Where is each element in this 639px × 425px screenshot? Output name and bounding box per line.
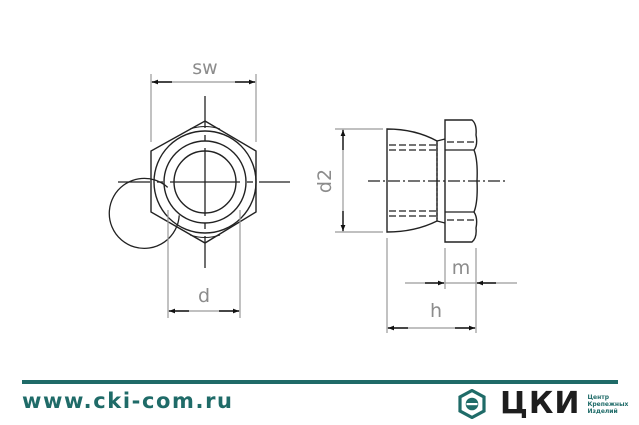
footer-divider — [22, 380, 618, 384]
technical-drawing: sw d — [108, 57, 517, 333]
website-link[interactable]: www.cki-com.ru — [22, 389, 234, 413]
sw-dimension — [150, 74, 257, 142]
logo-tagline: Центр Крепежных Изделий — [587, 394, 628, 415]
front-view: sw d — [108, 57, 290, 318]
outer-bearing-circle — [153, 130, 257, 234]
tagline-line-3: Изделий — [587, 407, 618, 415]
m-h-extension-lines — [386, 238, 517, 333]
tagline-line-2: Крепежных — [587, 400, 629, 408]
hex-nut-outline — [150, 120, 257, 244]
thread-major-arc — [108, 177, 180, 250]
front-centerlines — [118, 96, 290, 268]
d2-label: d2 — [314, 169, 336, 193]
hex-logo-icon — [458, 389, 486, 419]
thread-root-circle — [163, 140, 247, 224]
h-label: h — [430, 300, 442, 322]
hidden-lines — [389, 141, 474, 221]
m-label: m — [452, 257, 471, 279]
sw-label: sw — [192, 57, 217, 79]
d-label: d — [198, 285, 210, 307]
company-logo: ЦКИ Центр Крепежных Изделий — [458, 388, 628, 420]
bore-circle — [173, 150, 237, 214]
logo-name: ЦКИ — [500, 386, 581, 421]
side-view: d2 m — [314, 119, 517, 333]
tagline-line-1: Центр — [587, 393, 610, 401]
